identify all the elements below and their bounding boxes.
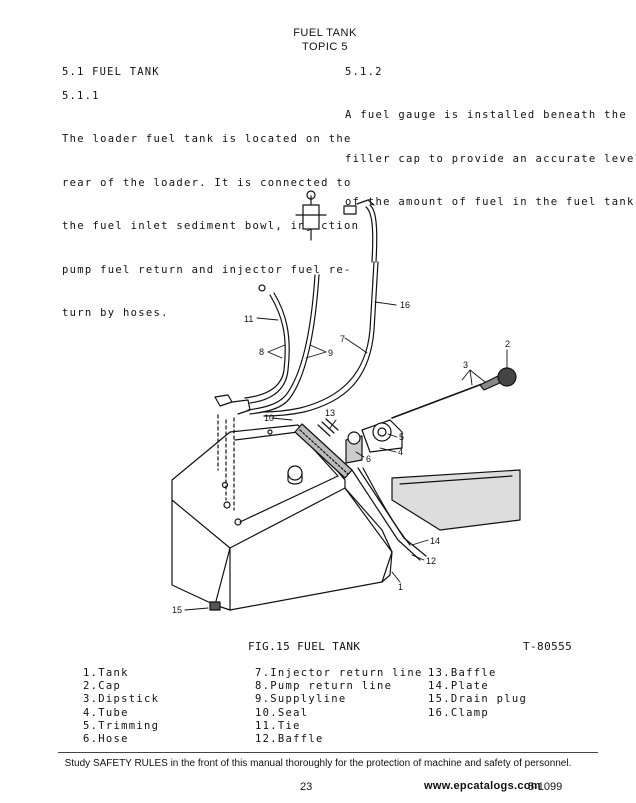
dipstick-3 [391,367,517,419]
paragraph-5-1-1: The loader fuel tank is located on the r… [62,103,359,335]
paragraph-line: rear of the loader. It is connected to [62,176,352,189]
legend-item: 4.Tube [83,706,129,719]
page-subtitle: TOPIC 5 [301,41,349,53]
figure-code: T-80555 [523,640,573,653]
paragraph-line: The loader fuel tank is located on the [62,133,352,145]
paragraph-5-1-2: A fuel gauge is installed beneath the fi… [345,79,636,224]
callout-6: 6 [366,454,371,464]
leader-lines [184,301,508,611]
hose-fittings [214,284,266,415]
callout-15: 15 [172,605,182,615]
callout-7: 7 [340,334,345,344]
footer-safety-note: Study SAFETY RULES in the front of this … [64,758,572,769]
bolts-13 [317,418,339,437]
legend-item: 6.Hose [83,733,129,746]
subsection-heading-5-1-1: 5.1.1 [62,90,100,102]
fuel-gauge-bracket [345,419,403,464]
legend-item: 1.Tank [83,667,129,679]
legend-column-1: 1.Tank 2.Cap 3.Dipstick 4.Tube 5.Trimmin… [83,667,159,746]
legend-item: 15.Drain plug [428,693,528,706]
callout-1: 1 [398,582,403,592]
section-heading-5-1: 5.1 FUEL TANK [62,66,160,78]
callout-13: 13 [325,408,335,418]
paragraph-line: turn by hoses. [62,307,169,319]
legend-item: 5.Trimming [83,719,160,732]
callout-labels: 2 3 16 11 7 8 9 13 10 5 4 6 14 12 1 15 [172,300,510,615]
hoses [244,204,379,417]
legend-column-2: 7.Injector return line 8.Pump return lin… [255,667,423,746]
paragraph-line: A fuel gauge is installed beneath the [345,109,627,121]
callout-3: 3 [463,360,468,370]
legend-item: 3.Dipstick [83,693,160,706]
callout-8: 8 [259,347,264,357]
sediment-valve [295,190,375,241]
drain-plug-15 [209,601,221,611]
callout-4: 4 [398,447,403,457]
callout-9: 9 [328,348,333,358]
fuel-tank-diagram: 2 3 16 11 7 8 9 13 10 5 4 6 14 12 1 15 [171,190,521,615]
legend-item: 7.Injector return line [255,667,423,679]
footer-divider [58,752,598,753]
page-title-block: FUEL TANK TOPIC 5 [0,26,636,54]
callout-12: 12 [426,556,436,566]
legend-item: 13.Baffle [428,667,497,679]
watermark: www.epcatalogs.com [424,780,541,792]
legend-item: 10.Seal [255,706,309,719]
legend-item: 8.Pump return line [255,680,393,693]
legend-item: 12.Baffle [255,733,324,746]
page-title: FUEL TANK [293,27,357,39]
callout-11: 11 [244,314,253,324]
tank-fittings [217,414,273,526]
legend-item: 14.Plate [428,680,489,693]
legend-item: 9.Supplyline [255,693,347,706]
legend-column-3: 13.Baffle 14.Plate 15.Drain plug 16.Clam… [428,667,527,720]
callout-16: 16 [400,300,410,310]
paragraph-line: of the amount of fuel in the fuel tank. [345,196,636,208]
side-plates [351,467,521,561]
legend-item: 2.Cap [83,680,122,693]
callout-10: 10 [264,413,274,423]
paragraph-line: pump fuel return and injector fuel re- [62,263,352,276]
paragraph-line: filler cap to provide an accurate level [345,152,636,165]
document-code: 5-1099 [528,781,563,793]
callout-5: 5 [399,432,404,442]
callout-14: 14 [430,536,440,546]
callout-2: 2 [505,339,510,349]
page-number: 23 [300,781,313,793]
paragraph-line: the fuel inlet sediment bowl, injection [62,220,360,232]
subsection-heading-5-1-2: 5.1.2 [345,66,383,78]
legend-item: 16.Clamp [428,706,489,719]
legend-item: 11.Tie [255,719,301,732]
figure-caption: FIG.15 FUEL TANK [248,640,361,653]
